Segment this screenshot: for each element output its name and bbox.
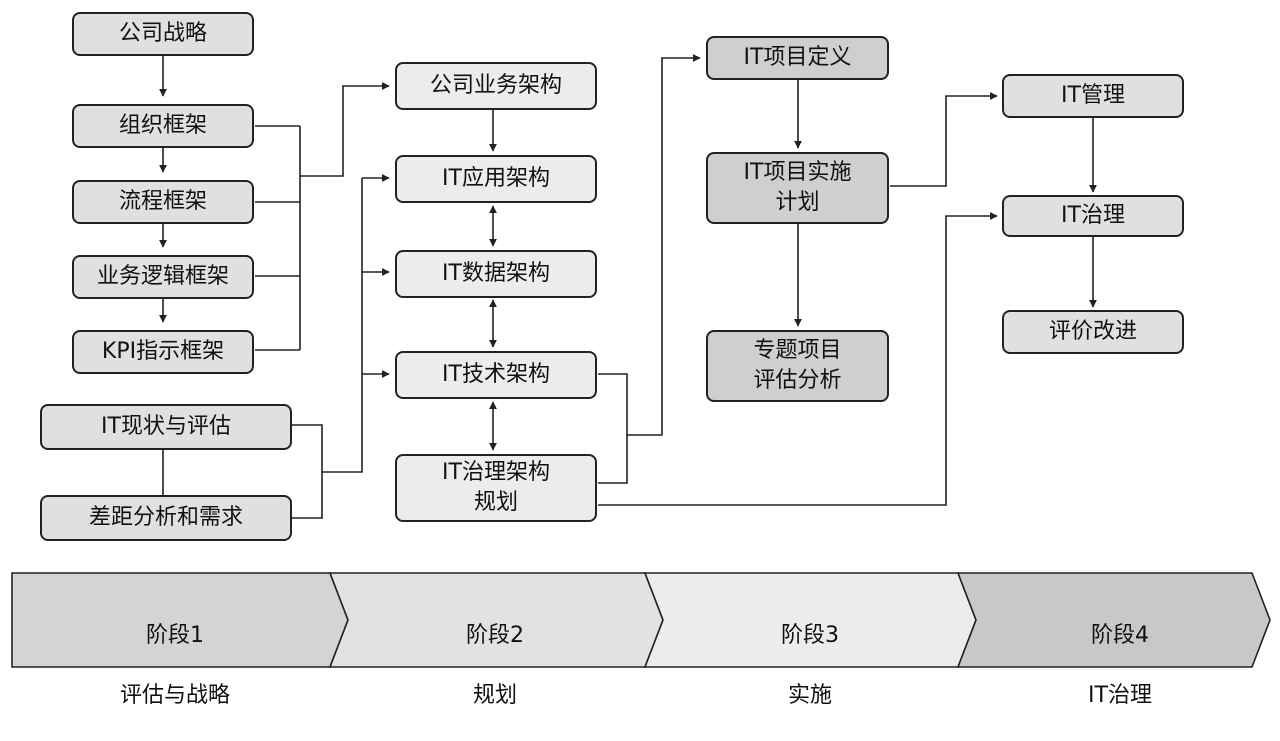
stage-2-name: 规划 — [472, 683, 517, 708]
stage-3-name: 实施 — [787, 683, 832, 708]
node-process-framework: 流程框架 — [72, 180, 254, 224]
stage-1-number: 阶段1 — [146, 623, 204, 648]
stage-2-number: 阶段2 — [466, 623, 524, 648]
node-it-management: IT管理 — [1002, 74, 1184, 118]
node-gap-analysis: 差距分析和需求 — [40, 495, 292, 541]
node-evaluation-improvement: 评价改进 — [1002, 310, 1184, 354]
node-business-architecture: 公司业务架构 — [395, 62, 597, 110]
node-it-project-plan: IT项目实施 计划 — [706, 152, 889, 224]
bus-tech-governance-right — [598, 373, 628, 484]
node-it-project-definition: IT项目定义 — [706, 36, 889, 80]
stage-3: 阶段3 实施 — [695, 591, 925, 741]
node-business-logic-framework: 业务逻辑框架 — [72, 255, 254, 299]
node-kpi-framework: KPI指示框架 — [72, 330, 254, 374]
node-it-governance: IT治理 — [1002, 195, 1184, 237]
arrow-governance-to-it-governance — [598, 212, 998, 506]
node-it-application-architecture: IT应用架构 — [395, 155, 597, 203]
node-corporate-strategy: 公司战略 — [72, 12, 254, 56]
bus-phase2-tech — [322, 178, 389, 473]
connectors — [11, 54, 1271, 668]
stage-1-name: 评估与战略 — [119, 683, 230, 708]
stage-4: 阶段4 IT治理 — [1005, 591, 1235, 741]
node-it-governance-planning: IT治理架构 规划 — [395, 454, 597, 522]
node-it-status-assessment: IT现状与评估 — [40, 404, 292, 450]
node-special-project-analysis: 专题项目 评估分析 — [706, 330, 889, 402]
stage-4-name: IT治理 — [1088, 683, 1152, 708]
stage-4-number: 阶段4 — [1091, 623, 1149, 648]
bus-frameworks — [255, 125, 301, 351]
stage-2: 阶段2 规划 — [380, 591, 610, 741]
stage-1: 阶段1 评估与战略 — [60, 591, 290, 741]
arrow-frameworks-to-business — [300, 82, 390, 177]
node-it-technology-architecture: IT技术架构 — [395, 351, 597, 399]
it-planning-diagram: 公司战略 组织框架 流程框架 业务逻辑框架 KPI指示框架 IT现状与评估 差距… — [11, 12, 1271, 708]
node-org-framework: 组织框架 — [72, 104, 254, 148]
stage-4-chevron — [956, 572, 1271, 668]
bus-status-gap — [292, 424, 323, 519]
arrow-to-project-definition — [627, 54, 701, 436]
stage-3-number: 阶段3 — [781, 623, 839, 648]
node-it-data-architecture: IT数据架构 — [395, 250, 597, 298]
arrow-plan-to-it-management — [890, 92, 998, 187]
